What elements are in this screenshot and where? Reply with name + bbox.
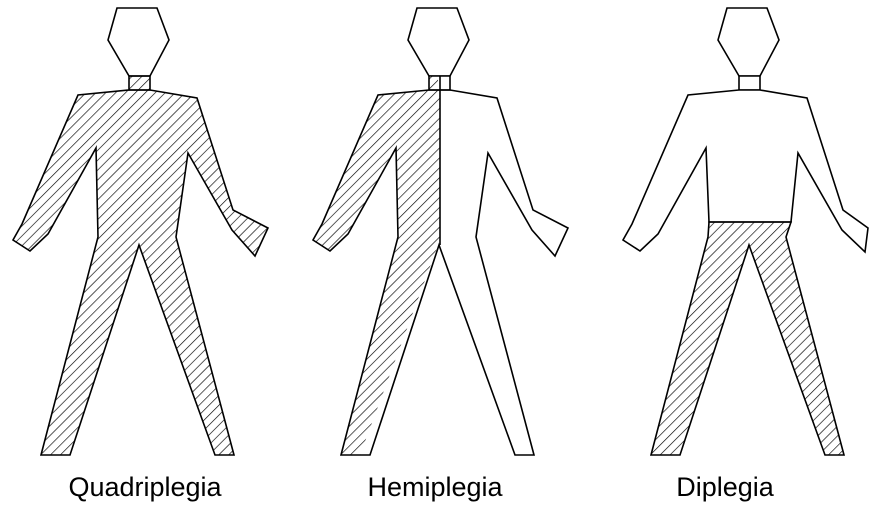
left-side-hatched — [313, 76, 440, 455]
legs-hatched — [651, 222, 844, 455]
diplegia-body-svg — [580, 0, 870, 470]
head — [108, 8, 169, 76]
figure-diplegia: Diplegia — [580, 0, 870, 505]
label-diplegia: Diplegia — [580, 472, 870, 502]
label-quadriplegia: Quadriplegia — [0, 472, 290, 502]
hemiplegia-body-svg — [290, 0, 580, 470]
head — [408, 8, 469, 76]
neck — [129, 76, 150, 90]
head — [718, 8, 779, 76]
right-side-plain — [440, 90, 568, 455]
quadriplegia-body-svg — [0, 0, 290, 470]
body-hatched — [13, 90, 268, 455]
figure-quadriplegia: Quadriplegia — [0, 0, 290, 505]
label-hemiplegia: Hemiplegia — [290, 472, 580, 502]
neck — [739, 76, 760, 90]
neck-left-hatch — [429, 76, 438, 90]
figure-hemiplegia: Hemiplegia — [290, 0, 580, 505]
